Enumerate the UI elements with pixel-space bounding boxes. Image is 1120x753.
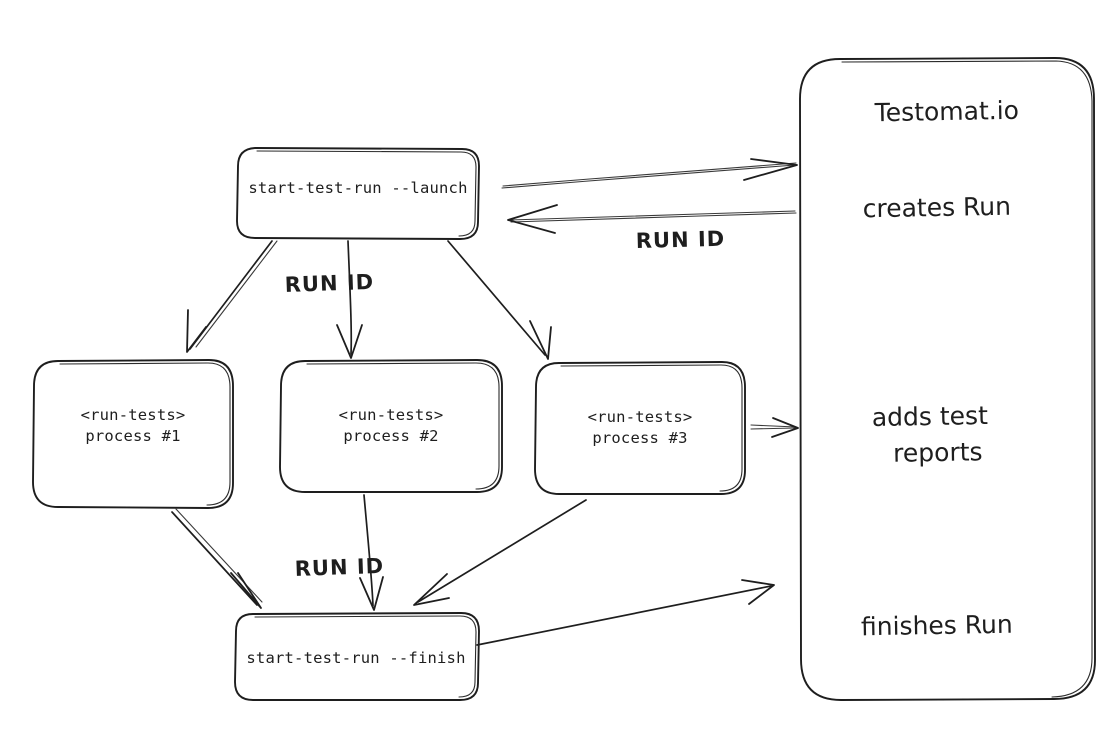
edge-launch-to-process1 xyxy=(186,240,278,353)
node-process1-line2: process #1 xyxy=(85,427,180,445)
edge-process2-to-finish: RUN ID xyxy=(294,494,384,611)
node-process3-line1: <run-tests> xyxy=(588,408,693,426)
node-start-test-run-finish[interactable]: start-test-run --finish xyxy=(234,612,480,701)
edge-label-run-id-reply: RUN ID xyxy=(636,227,726,253)
node-finish-label: start-test-run --finish xyxy=(246,649,465,667)
node-run-tests-process-2[interactable]: <run-tests> process #2 xyxy=(279,359,503,493)
node-process1-line1: <run-tests> xyxy=(81,406,186,424)
edge-process3-to-finish xyxy=(413,499,587,606)
edge-finish-to-service xyxy=(476,579,775,646)
edge-launch-to-process2: RUN ID xyxy=(284,240,374,359)
edge-label-run-id-fanin: RUN ID xyxy=(294,554,384,581)
edge-label-run-id-fanout: RUN ID xyxy=(284,270,374,297)
service-title: Testomat.io xyxy=(874,96,1020,128)
service-step-creates-run: creates Run xyxy=(862,192,1011,224)
node-process2-line1: <run-tests> xyxy=(339,406,444,424)
service-panel-text: Testomat.io creates Run adds test report… xyxy=(861,96,1019,642)
service-step-reports: reports xyxy=(893,437,983,468)
service-step-adds-test: adds test xyxy=(872,401,989,432)
node-run-tests-process-3[interactable]: <run-tests> process #3 xyxy=(534,361,746,495)
node-start-test-run-launch[interactable]: start-test-run --launch xyxy=(236,147,480,240)
node-launch-label: start-test-run --launch xyxy=(248,179,467,197)
edge-service-to-launch: RUN ID xyxy=(507,204,797,253)
edge-process1-to-finish xyxy=(171,508,263,609)
service-step-finishes-run: finishes Run xyxy=(861,610,1013,642)
edge-process3-to-service xyxy=(750,417,799,438)
node-process2-line2: process #2 xyxy=(343,427,438,445)
node-run-tests-process-1[interactable]: <run-tests> process #1 xyxy=(32,359,234,509)
node-process3-line2: process #3 xyxy=(592,429,687,447)
edge-launch-to-service xyxy=(501,158,798,189)
edge-launch-to-process3 xyxy=(447,240,552,360)
service-panel-node[interactable] xyxy=(799,57,1096,701)
